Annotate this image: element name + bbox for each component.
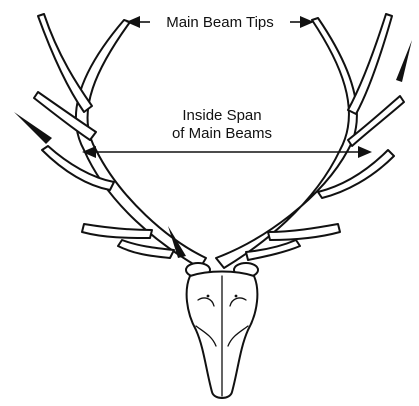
- tips-arrowhead-right: [300, 16, 314, 28]
- right-tine-upper: [348, 14, 392, 114]
- main-beam-tips-measure: Main Beam Tips: [126, 14, 314, 31]
- right-dark-point-outer: [396, 40, 412, 82]
- inside-span-label-line2: of Main Beams: [172, 125, 272, 142]
- skull-left-dot: [207, 295, 210, 298]
- main-beam-tips-label: Main Beam Tips: [166, 14, 274, 31]
- skull: [186, 263, 258, 398]
- skull-right-dot: [235, 295, 238, 298]
- inside-span-measure: Inside Span of Main Beams: [82, 107, 372, 158]
- left-dark-point-outer: [14, 112, 52, 144]
- inside-span-label-line1: Inside Span: [182, 107, 261, 124]
- span-arrowhead-right: [358, 146, 372, 158]
